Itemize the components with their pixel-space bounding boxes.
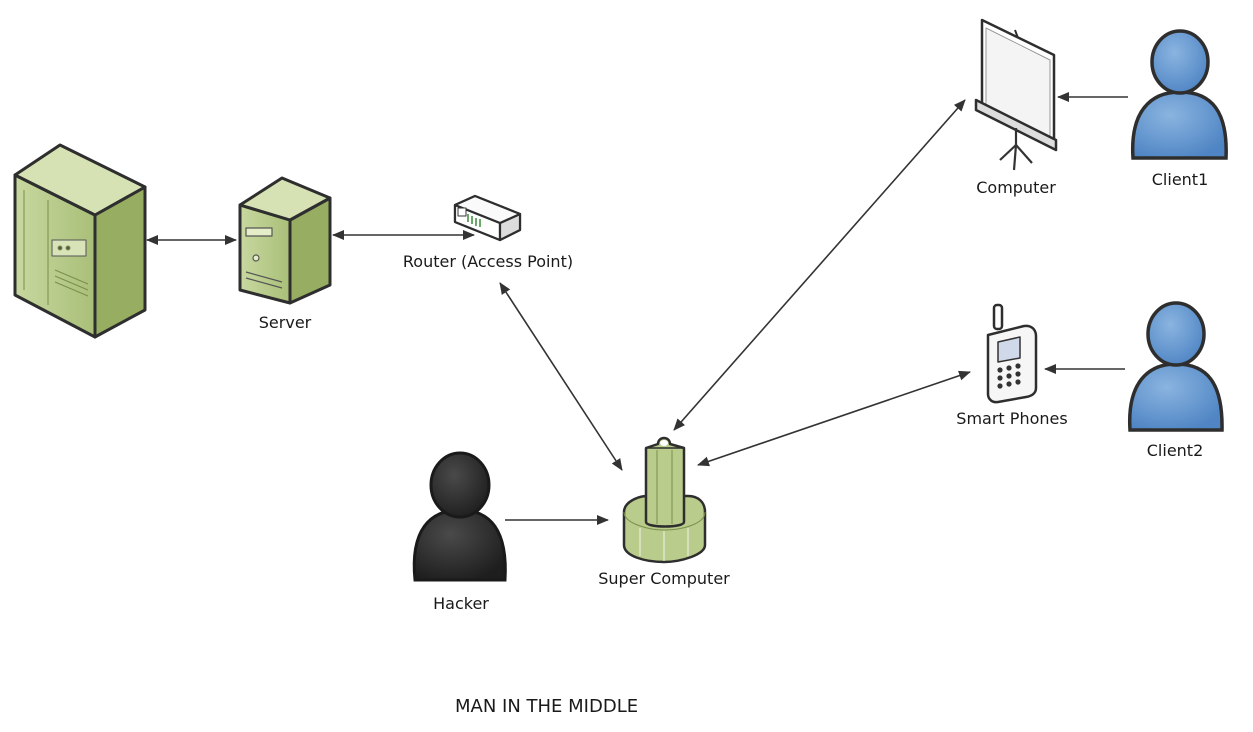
router-icon xyxy=(453,194,522,242)
client1-person-icon xyxy=(1130,29,1228,160)
hacker-person-icon xyxy=(412,451,507,582)
smart-phone-icon xyxy=(986,303,1038,404)
label-client2: Client2 xyxy=(1146,441,1204,460)
connectors xyxy=(146,92,1128,525)
label-server: Server xyxy=(258,313,312,332)
label-computer: Computer xyxy=(976,178,1056,197)
arrow-phone-supercomputer xyxy=(697,370,971,467)
server-icon xyxy=(238,176,332,305)
label-smart-phones: Smart Phones xyxy=(956,409,1068,428)
super-computer-icon xyxy=(622,436,707,564)
arrow-computer-supercomputer xyxy=(673,99,966,431)
arrow-router-supercomputer xyxy=(499,282,623,471)
label-router: Router (Access Point) xyxy=(402,252,574,271)
computer-screen-icon xyxy=(974,18,1058,171)
label-hacker: Hacker xyxy=(433,594,489,613)
client2-person-icon xyxy=(1128,301,1224,432)
label-super-computer: Super Computer xyxy=(598,569,730,588)
storage-tower-icon xyxy=(13,143,147,339)
label-client1: Client1 xyxy=(1151,170,1209,189)
diagram-caption: MAN IN THE MIDDLE xyxy=(455,696,639,717)
